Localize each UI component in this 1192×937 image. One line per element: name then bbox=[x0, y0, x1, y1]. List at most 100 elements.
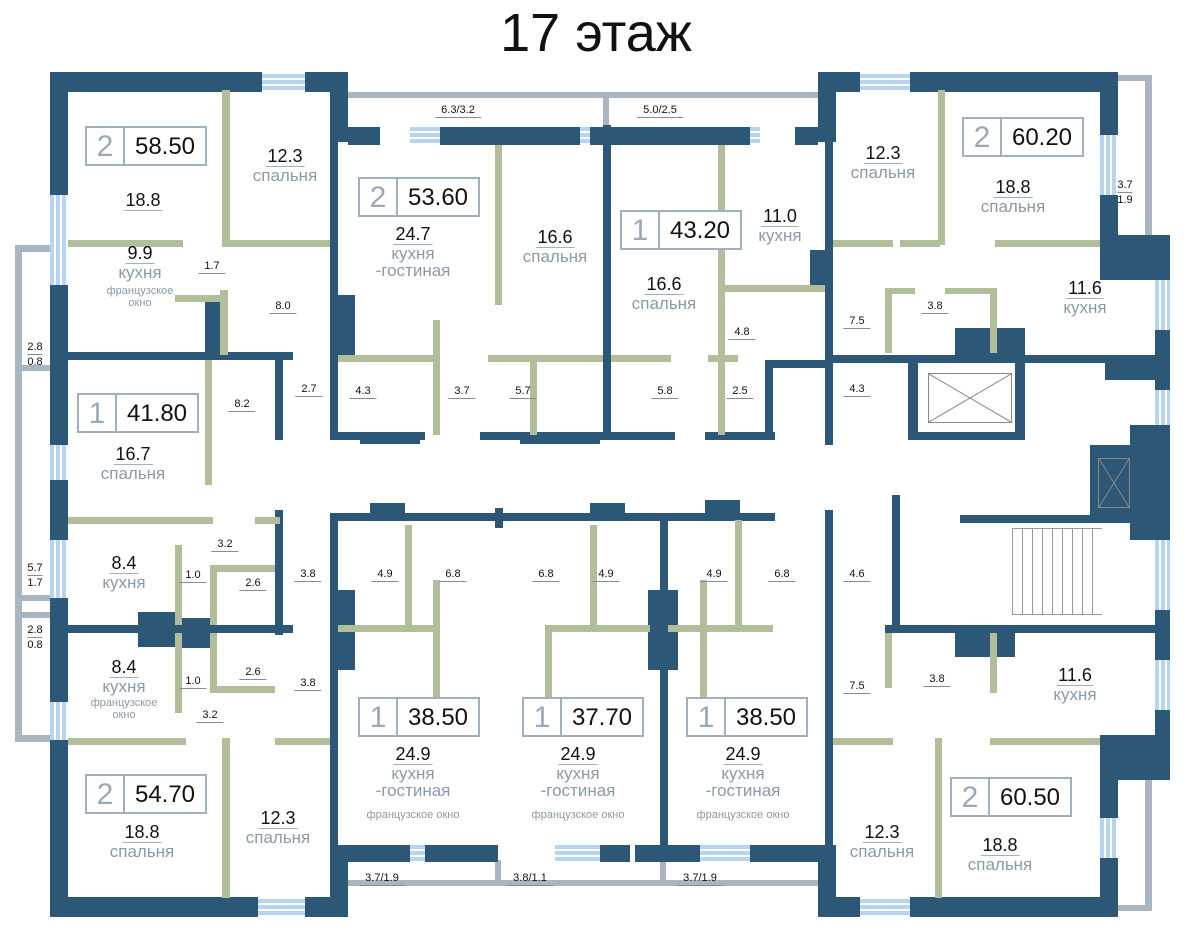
rooms-count: 2 bbox=[964, 119, 1002, 155]
partition-wall bbox=[545, 625, 552, 705]
wall bbox=[330, 72, 348, 142]
window bbox=[1155, 540, 1170, 610]
balcony-dim: 3.8/1.1 bbox=[507, 872, 553, 886]
room-name: спальня bbox=[100, 464, 166, 483]
wall bbox=[830, 355, 1130, 363]
balcony-frame bbox=[603, 95, 609, 125]
window bbox=[860, 74, 910, 90]
room-dim: 4.9 bbox=[700, 568, 728, 582]
wall bbox=[1105, 355, 1170, 380]
room-area: 18.8 bbox=[980, 835, 1020, 856]
dim-top: 3.7 bbox=[1117, 179, 1133, 193]
wall bbox=[348, 127, 380, 145]
room-name: спальня bbox=[967, 855, 1033, 874]
rooms-count: 1 bbox=[622, 212, 660, 248]
french-window-note: французское окно bbox=[696, 809, 790, 821]
room-name-2: -гостиная bbox=[540, 781, 616, 800]
room-area: 12.3 bbox=[863, 143, 903, 164]
room-area: 12.3 bbox=[258, 808, 298, 829]
wall bbox=[458, 845, 498, 862]
room-name: кухня bbox=[391, 764, 435, 783]
partition-wall bbox=[725, 285, 825, 292]
window bbox=[262, 74, 305, 90]
window bbox=[700, 845, 750, 861]
wall bbox=[960, 515, 1160, 523]
wall bbox=[885, 625, 1170, 633]
balcony-frame bbox=[15, 595, 55, 601]
window bbox=[860, 899, 910, 915]
room-dim: 2.6 bbox=[239, 577, 267, 591]
partition-wall bbox=[935, 738, 942, 898]
apartment-area: 43.20 bbox=[669, 217, 731, 244]
wall bbox=[892, 495, 900, 625]
wall bbox=[795, 127, 818, 145]
wall bbox=[910, 72, 1118, 92]
partition-wall bbox=[590, 525, 597, 630]
wall bbox=[50, 480, 68, 540]
partition-wall bbox=[668, 625, 773, 632]
room-dim: 1.0 bbox=[179, 569, 207, 583]
dim-top: 3.7 bbox=[683, 872, 699, 884]
wall bbox=[495, 127, 580, 145]
partition-wall bbox=[433, 580, 440, 700]
partition-wall bbox=[885, 288, 892, 353]
room-name: спальня bbox=[109, 842, 175, 861]
partition-wall bbox=[210, 633, 217, 693]
french-window-note: французское окно bbox=[366, 809, 460, 821]
dim-top: 2.8 bbox=[27, 341, 43, 355]
dim-bottom: 1.1 bbox=[531, 872, 547, 884]
wall bbox=[138, 612, 178, 647]
partition-wall bbox=[210, 565, 217, 625]
room-name-2: -гостиная bbox=[375, 781, 451, 800]
room-dim: 4.8 bbox=[728, 326, 756, 340]
french-window-note: французское bbox=[90, 697, 158, 709]
room-name: кухня bbox=[721, 764, 765, 783]
wall bbox=[1100, 72, 1118, 135]
window bbox=[50, 195, 68, 285]
apartment-area: 53.60 bbox=[407, 184, 469, 211]
partition-wall bbox=[990, 738, 1100, 745]
partition-wall bbox=[175, 545, 182, 625]
balcony-frame bbox=[1118, 75, 1152, 81]
room-name: спальня bbox=[522, 247, 588, 266]
rooms-count: 1 bbox=[688, 699, 726, 735]
room-area: 24.9 bbox=[723, 744, 763, 765]
room-area: 11.6 bbox=[1056, 665, 1094, 686]
room-name: кухня bbox=[1063, 298, 1107, 317]
partition-wall bbox=[210, 565, 275, 572]
partition-wall bbox=[735, 520, 742, 630]
wall bbox=[50, 285, 68, 445]
dim-top: 3.7 bbox=[365, 872, 381, 884]
wall bbox=[330, 140, 338, 440]
room-dim: 7.5 bbox=[843, 680, 871, 694]
dim-bottom: 1.9 bbox=[383, 872, 399, 884]
partition-wall bbox=[275, 738, 330, 745]
window bbox=[1100, 818, 1118, 858]
wall bbox=[330, 520, 338, 845]
room-name: спальня bbox=[245, 828, 311, 847]
partition-wall bbox=[222, 90, 230, 245]
window bbox=[258, 899, 305, 915]
partition-wall bbox=[338, 355, 433, 362]
rooms-count: 2 bbox=[952, 779, 990, 815]
room-dim: 6.8 bbox=[768, 568, 796, 582]
partition-wall bbox=[175, 295, 220, 302]
